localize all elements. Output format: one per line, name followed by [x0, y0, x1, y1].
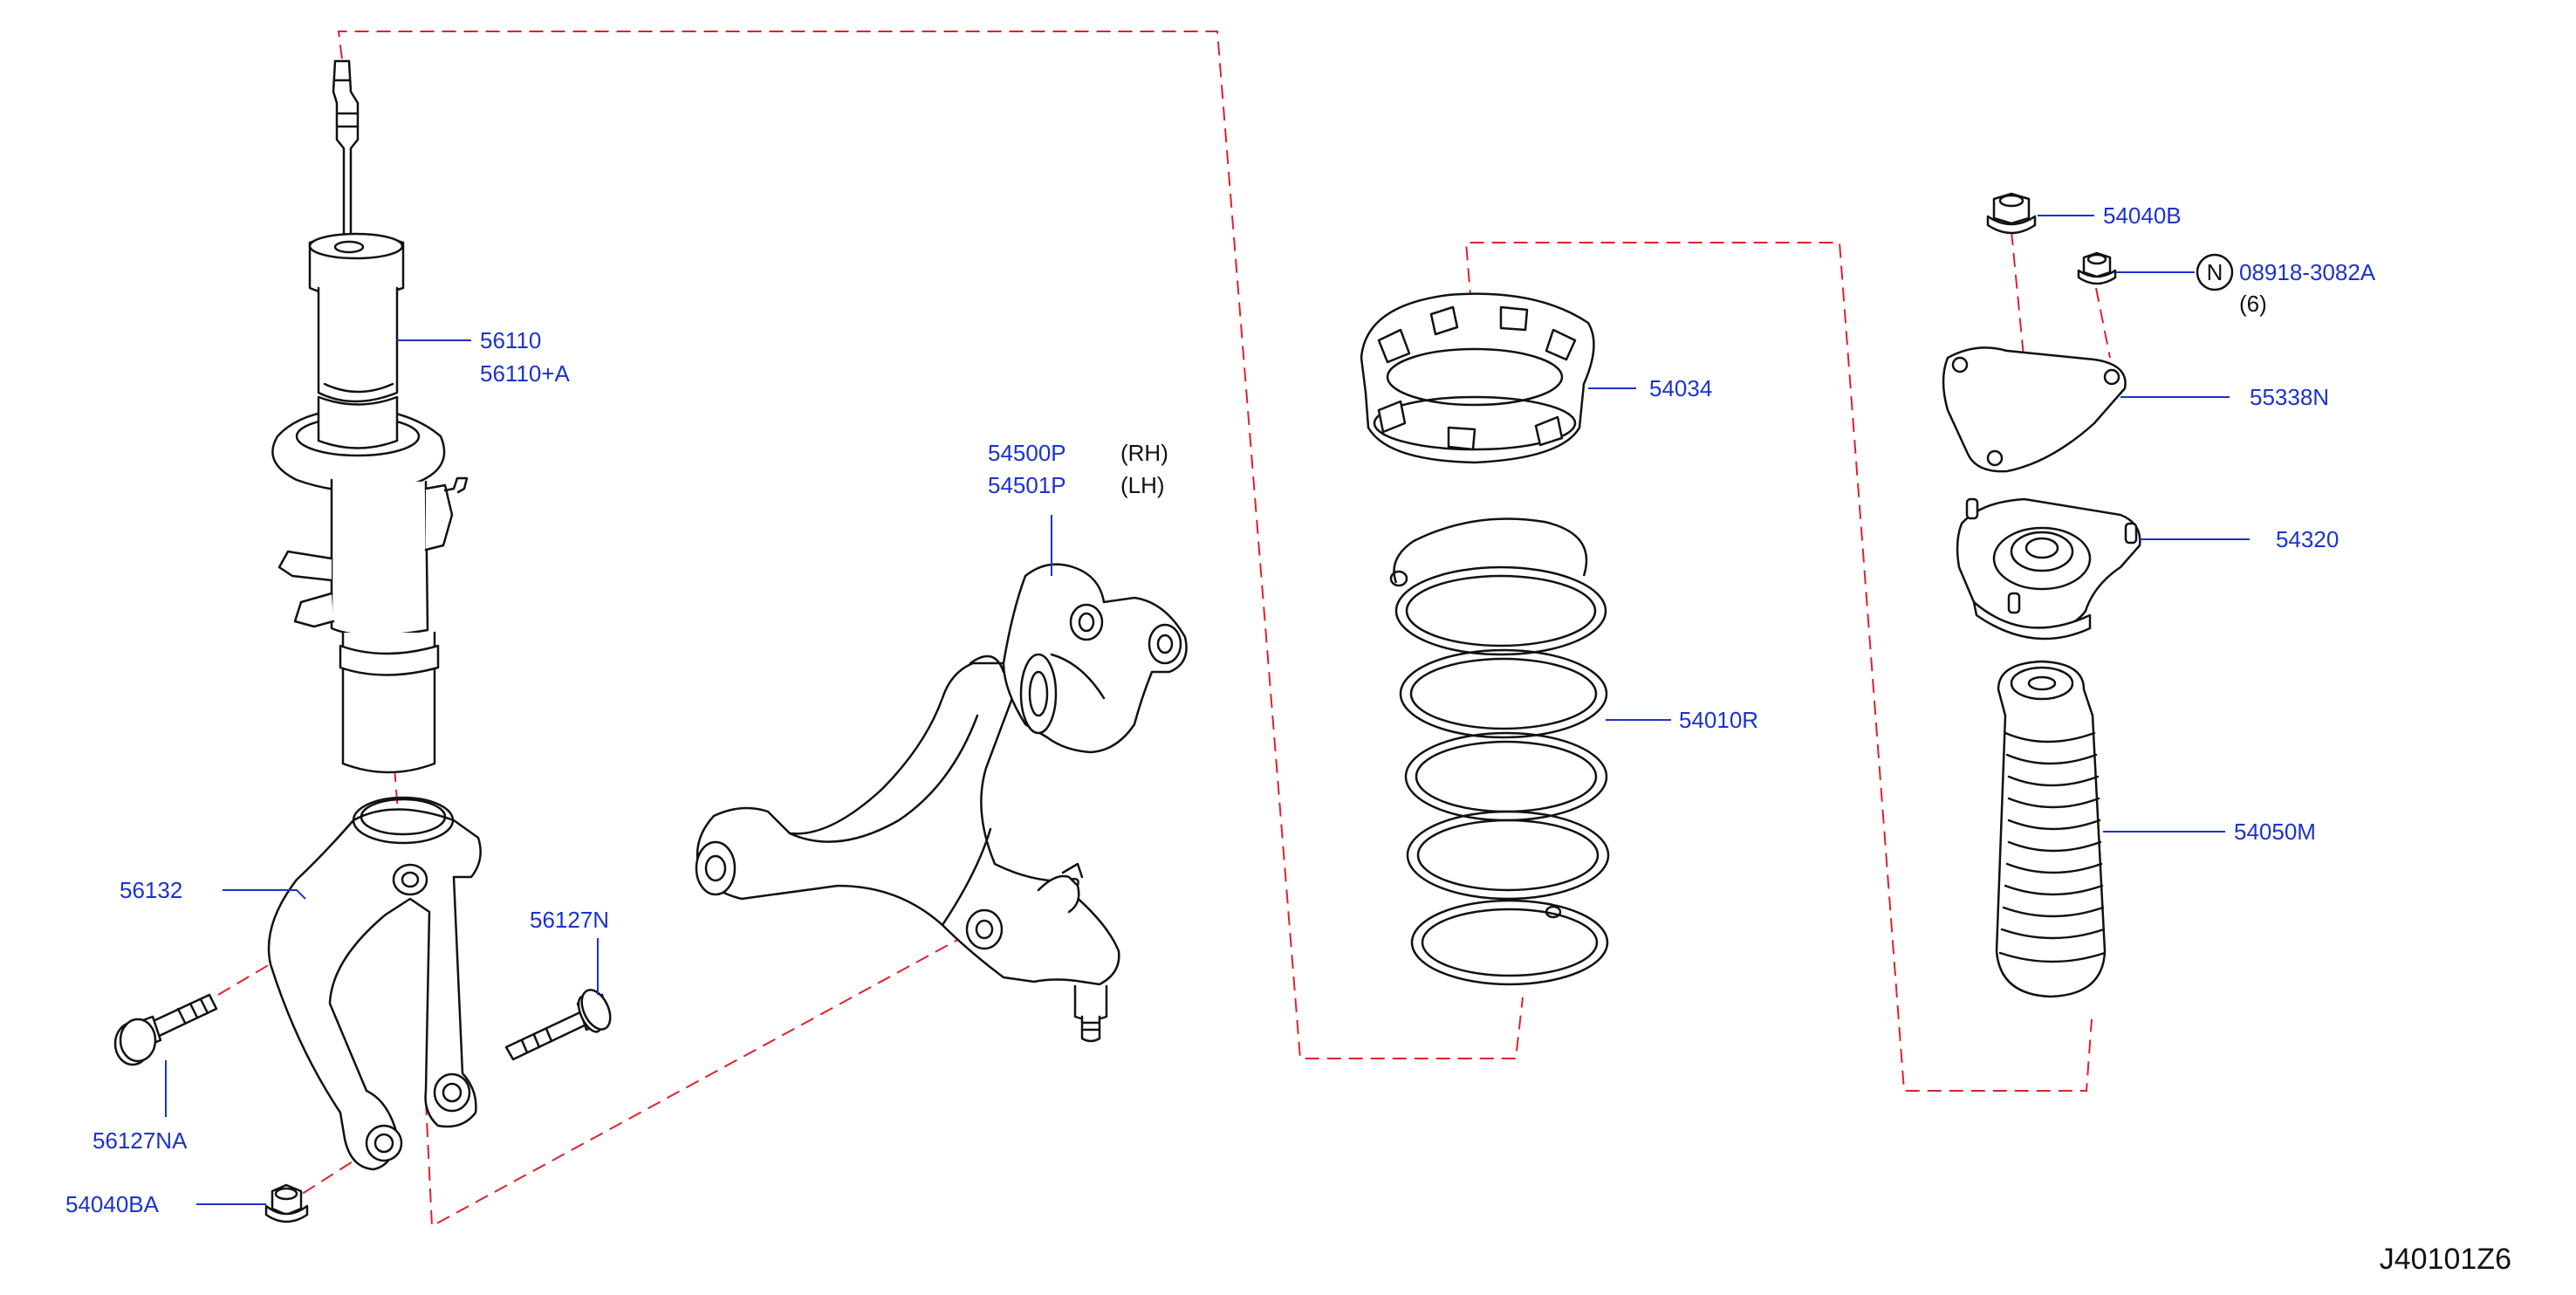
upper-link-body: [267, 808, 482, 1171]
diagram-code: J40101Z6: [2380, 1243, 2511, 1276]
bolt-lower-part-number: 56127NA: [92, 1127, 188, 1154]
coil-spring-turn-2: [1399, 648, 1608, 739]
coil-spring-turn-5: [1410, 899, 1609, 986]
nut-standard-quantity: (6): [2239, 291, 2267, 317]
coil-spring-turn-4: [1406, 810, 1610, 901]
leader-upper-link: [223, 889, 306, 900]
spring-seat-part-number: 54034: [1649, 375, 1712, 401]
bolt-upper-link: [504, 989, 612, 1061]
bolt-upper-link-shaft: [504, 1011, 588, 1061]
strut-assembly: [271, 59, 469, 774]
strut-part-number-alt: 56110+A: [480, 360, 571, 387]
coil-spring: [1389, 517, 1610, 986]
upper-link: [267, 796, 482, 1171]
strut-mount-part-number: 54320: [2276, 526, 2339, 552]
assembly-line-strut-to-spring: [337, 31, 1524, 1059]
lower-arm-ball-joint: [1073, 984, 1108, 1021]
coil-spring-top-turn: [1393, 517, 1588, 584]
strut-upper-body: [317, 286, 399, 403]
lower-arm-part-number-lh: 54501P: [988, 472, 1066, 498]
bolt-lower: [113, 993, 218, 1066]
upper-link-part-number: 56132: [120, 877, 182, 903]
mount-plate: [1942, 346, 2127, 473]
lower-arm: [695, 563, 1188, 1043]
nut-lower-part-number: 54040BA: [65, 1191, 160, 1217]
nut-standard-part-number: 08918-3082A: [2239, 259, 2376, 285]
bound-bumper: [1995, 660, 2107, 998]
bolt-upper-link-part-number: 56127N: [530, 907, 609, 933]
lower-arm-part-number-rh: 54500P: [988, 440, 1066, 466]
assembly-line-spring-to-mount: [1464, 242, 2093, 1092]
standard-part-badge: [2196, 253, 2234, 291]
nut-top-part-number: 54040B: [2103, 202, 2182, 229]
coil-spring-turn-3: [1404, 731, 1608, 822]
coil-spring-turn-1: [1394, 565, 1607, 656]
spring-seat: [1360, 292, 1595, 464]
standard-part-badge-letter: N: [2207, 259, 2223, 285]
strut-part-number: 56110: [480, 327, 541, 353]
strut-bracket: [424, 483, 454, 552]
strut-rod: [332, 59, 360, 255]
strut-mount: [1956, 497, 2141, 641]
coil-spring-part-number: 54010R: [1679, 707, 1758, 733]
assembly-line-nut2-to-plate: [2095, 287, 2111, 359]
mount-plate-body: [1942, 346, 2127, 473]
assembly-line-link-to-arm: [425, 926, 983, 1228]
nut-top: [1986, 192, 2037, 235]
assembly-line-nut-to-plate: [2011, 230, 2030, 411]
nut-standard: [2077, 251, 2117, 285]
strut-lower-body: [330, 478, 429, 637]
lower-arm-side-rh: (RH): [1120, 440, 1168, 466]
bound-bumper-part-number: 54050M: [2234, 819, 2316, 845]
assembly-line-link-to-nut: [296, 1138, 389, 1198]
mount-plate-part-number: 55338N: [2250, 384, 2329, 410]
lower-arm-side-lh: (LH): [1120, 472, 1165, 498]
nut-lower: [264, 1183, 309, 1223]
